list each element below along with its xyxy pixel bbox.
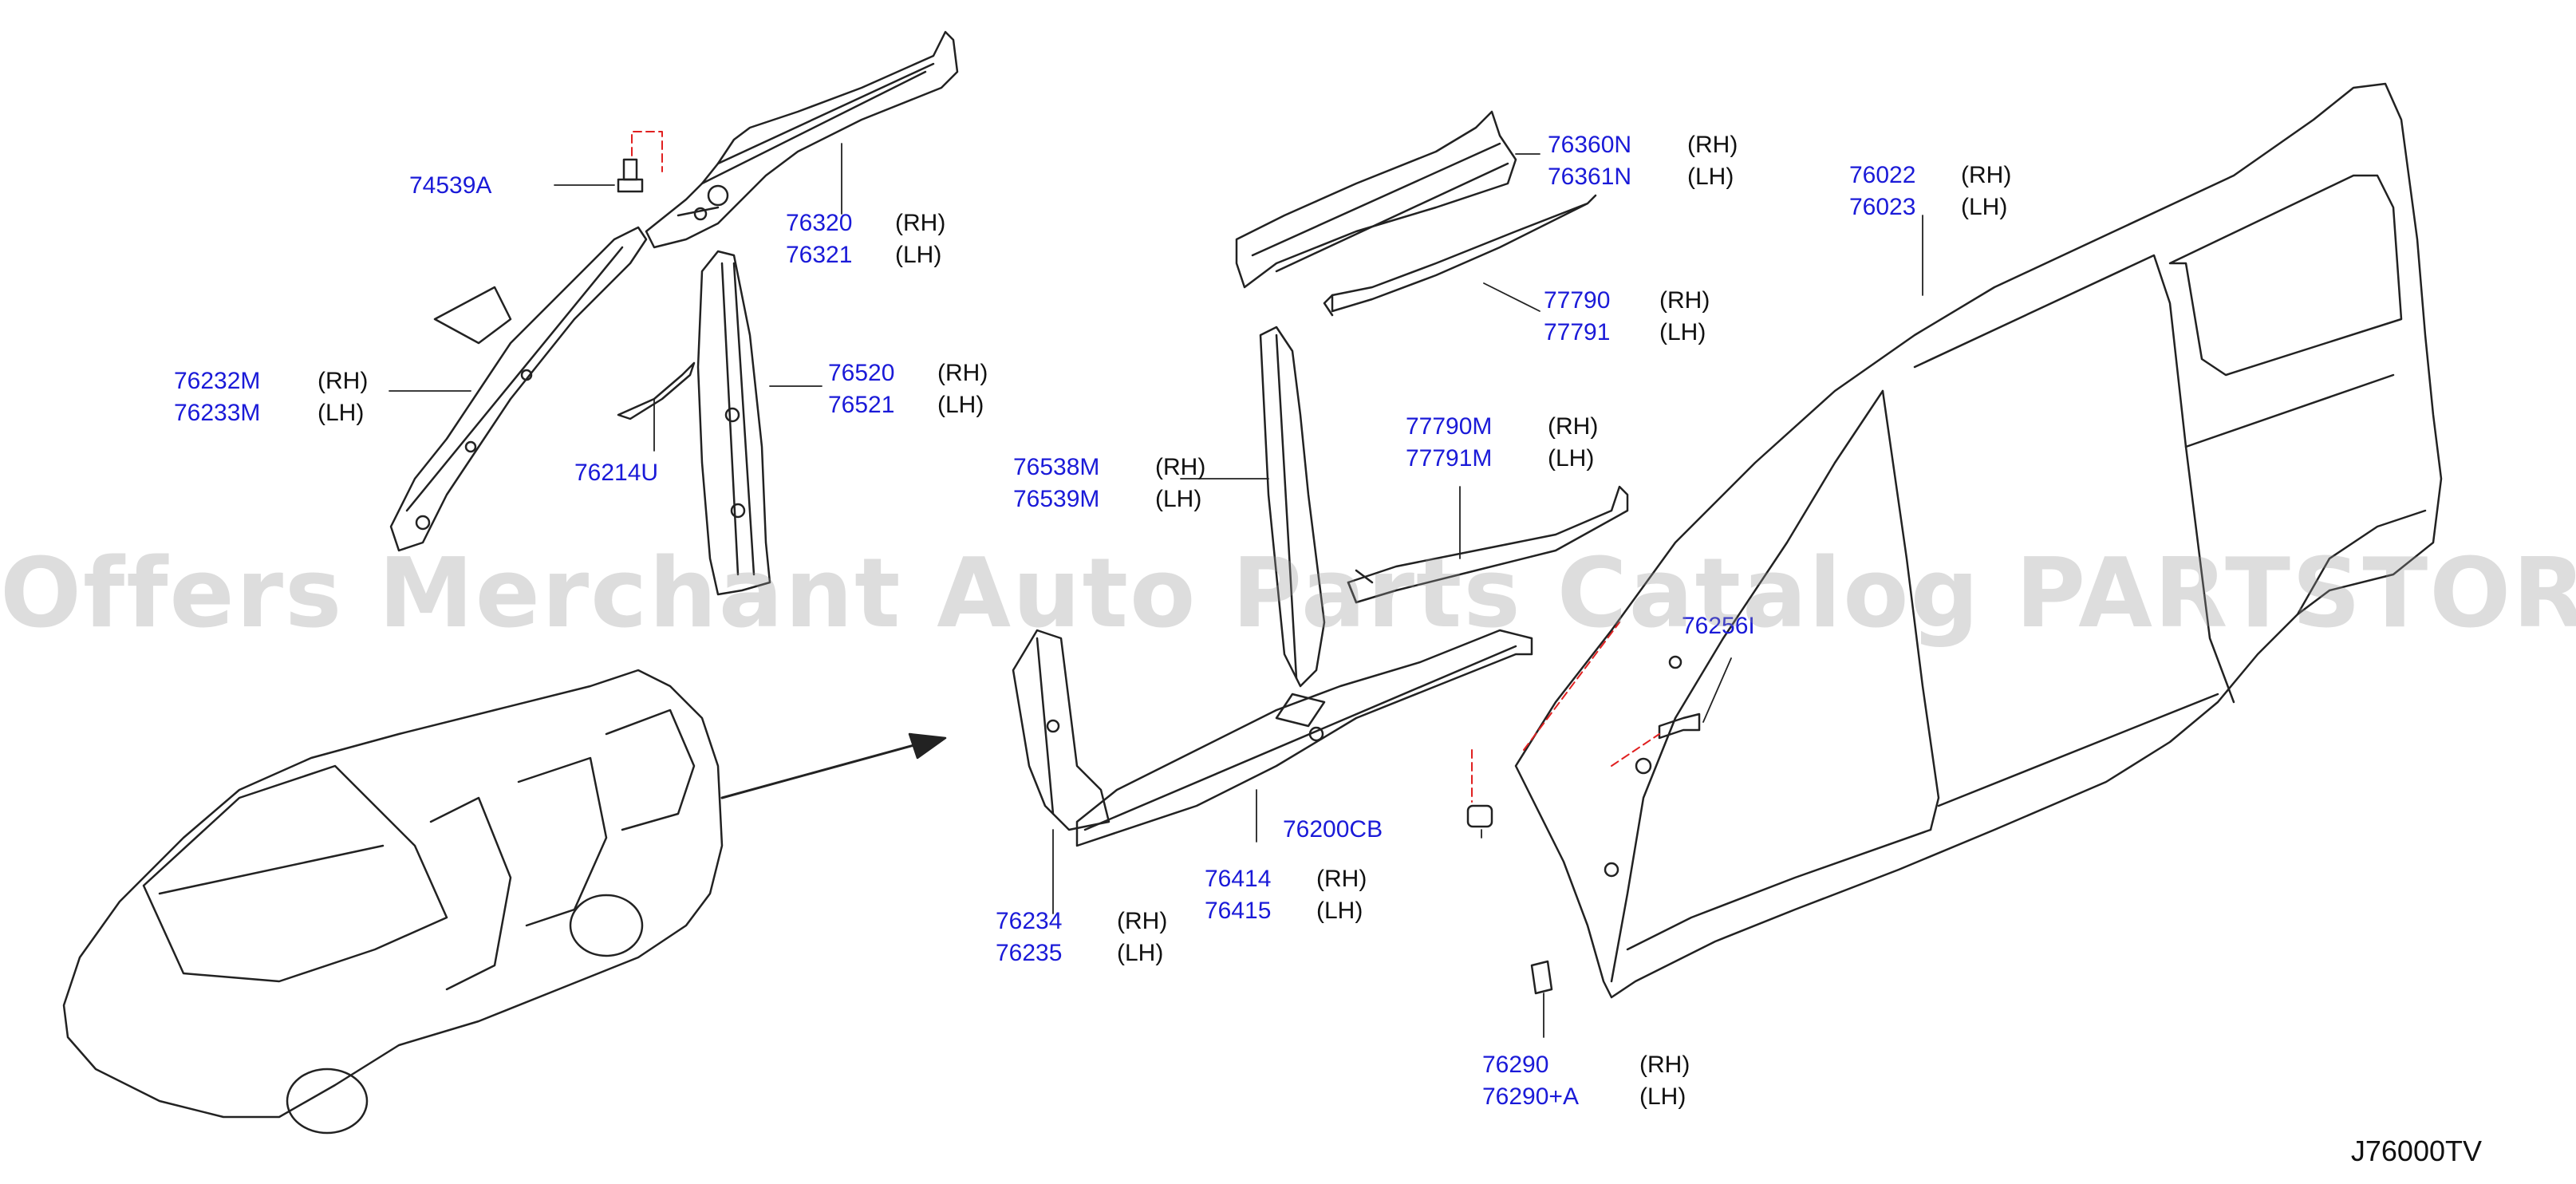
- body-side-outer-part: [1514, 82, 2443, 999]
- callout-76320-sides: (RH) (LH): [895, 210, 946, 268]
- sill-inner-part: [1075, 629, 1533, 847]
- callout-76520-sides: (RH) (LH): [937, 360, 988, 418]
- part-number[interactable]: 76214U: [574, 460, 659, 486]
- callout-76414-sides: (RH) (LH): [1316, 866, 1367, 924]
- front-pillar-part: [1259, 326, 1326, 688]
- callout-76022-sides: (RH) (LH): [1961, 162, 2012, 220]
- part-number[interactable]: 76361N: [1548, 164, 1632, 190]
- part-number[interactable]: 76233M: [174, 400, 261, 426]
- part-number[interactable]: 76521: [828, 392, 895, 418]
- part-number[interactable]: 74539A: [409, 172, 492, 199]
- part-number[interactable]: 76232M: [174, 368, 261, 394]
- callout-76360n: 76360N 76361N: [1548, 129, 1631, 193]
- assembly-dash-lines: [631, 131, 1660, 803]
- callout-74539a: 74539A: [409, 170, 491, 202]
- drip-moulding-upper-part: [1323, 194, 1597, 317]
- callout-76538m-sides: (RH) (LH): [1155, 454, 1206, 512]
- bracket-part: [617, 361, 696, 420]
- part-number[interactable]: 77790: [1544, 287, 1611, 314]
- callout-76214u: 76214U: [574, 457, 658, 489]
- callout-76290: 76290 76290+A: [1482, 1049, 1579, 1113]
- part-number[interactable]: 76538M: [1013, 454, 1100, 480]
- roof-rail-rear-part: [1235, 110, 1517, 289]
- callout-76022: 76022 76023: [1849, 160, 1915, 223]
- roof-rail-front-part: [645, 30, 959, 249]
- center-pillar-inner-part: [696, 250, 771, 596]
- nut-76200cb: [1466, 804, 1493, 828]
- part-number[interactable]: 76520: [828, 360, 895, 386]
- part-number[interactable]: 76022: [1849, 162, 1916, 188]
- callout-76200cb: 76200CB: [1283, 814, 1383, 846]
- callout-76232m-sides: (RH) (LH): [318, 368, 369, 426]
- part-number[interactable]: 76256I: [1682, 613, 1755, 639]
- callout-76234: 76234 76235: [996, 906, 1062, 969]
- part-number[interactable]: 76200CB: [1283, 816, 1383, 843]
- part-number[interactable]: 76320: [786, 210, 853, 236]
- part-number[interactable]: 77791: [1544, 319, 1611, 345]
- callout-76360n-sides: (RH) (LH): [1687, 132, 1738, 190]
- part-number[interactable]: 76360N: [1548, 132, 1632, 158]
- callout-76320: 76320 76321: [786, 207, 852, 271]
- callout-77790m: 77790M 77791M: [1406, 411, 1492, 475]
- bolt-76256i: [1658, 712, 1701, 740]
- front-pillar-lower-part: [1012, 629, 1110, 831]
- drip-moulding-lower-part: [1347, 485, 1629, 604]
- part-number[interactable]: 76235: [996, 940, 1063, 966]
- part-number[interactable]: 76290+A: [1482, 1083, 1579, 1110]
- part-number[interactable]: 77790M: [1406, 413, 1493, 440]
- callout-76290-sides: (RH) (LH): [1639, 1052, 1690, 1110]
- callout-76232m: 76232M 76233M: [174, 365, 260, 429]
- part-number[interactable]: 77791M: [1406, 445, 1493, 472]
- callout-76414: 76414 76415: [1205, 863, 1271, 927]
- callout-76256i: 76256I: [1682, 610, 1755, 642]
- clip-76290: [1530, 960, 1553, 995]
- part-number[interactable]: 76023: [1849, 194, 1916, 220]
- part-number[interactable]: 76539M: [1013, 486, 1100, 512]
- callout-76538m: 76538M 76539M: [1013, 452, 1099, 515]
- part-number[interactable]: 76290: [1482, 1052, 1549, 1078]
- leader-lines: [389, 143, 1923, 1038]
- part-number[interactable]: 76321: [786, 242, 853, 268]
- callout-77790: 77790 77791: [1544, 285, 1610, 349]
- bolt-74539a: [617, 158, 644, 193]
- diagram-code: J76000TV: [2350, 1135, 2482, 1167]
- part-number[interactable]: 76234: [996, 908, 1063, 934]
- callout-77790-sides: (RH) (LH): [1659, 287, 1710, 345]
- callout-76234-sides: (RH) (LH): [1117, 908, 1168, 966]
- part-number[interactable]: 76414: [1205, 866, 1272, 892]
- roof-side-rail-part: [389, 226, 648, 552]
- reference-arrow: [720, 732, 947, 799]
- callout-77790m-sides: (RH) (LH): [1548, 413, 1599, 472]
- callout-76520: 76520 76521: [828, 357, 894, 421]
- van-overview: [62, 669, 724, 1135]
- part-number[interactable]: 76415: [1205, 898, 1272, 924]
